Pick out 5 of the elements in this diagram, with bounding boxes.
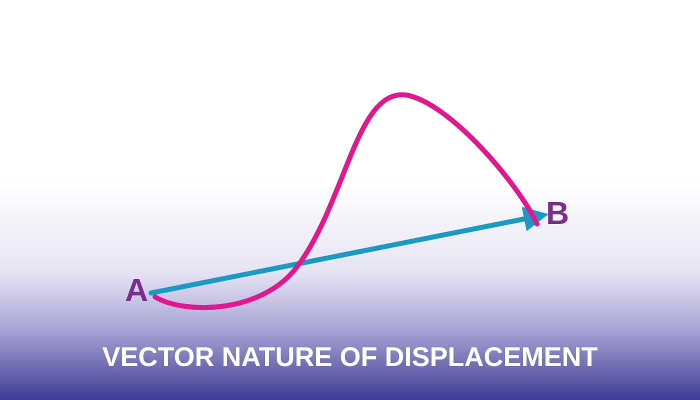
point-label: A — [125, 274, 148, 306]
point-label: B — [546, 197, 570, 229]
path-curve — [152, 92, 540, 310]
title: VECTOR NATURE OF DISPLACEMENT — [101, 342, 599, 373]
displacement-arrow — [148, 206, 549, 296]
